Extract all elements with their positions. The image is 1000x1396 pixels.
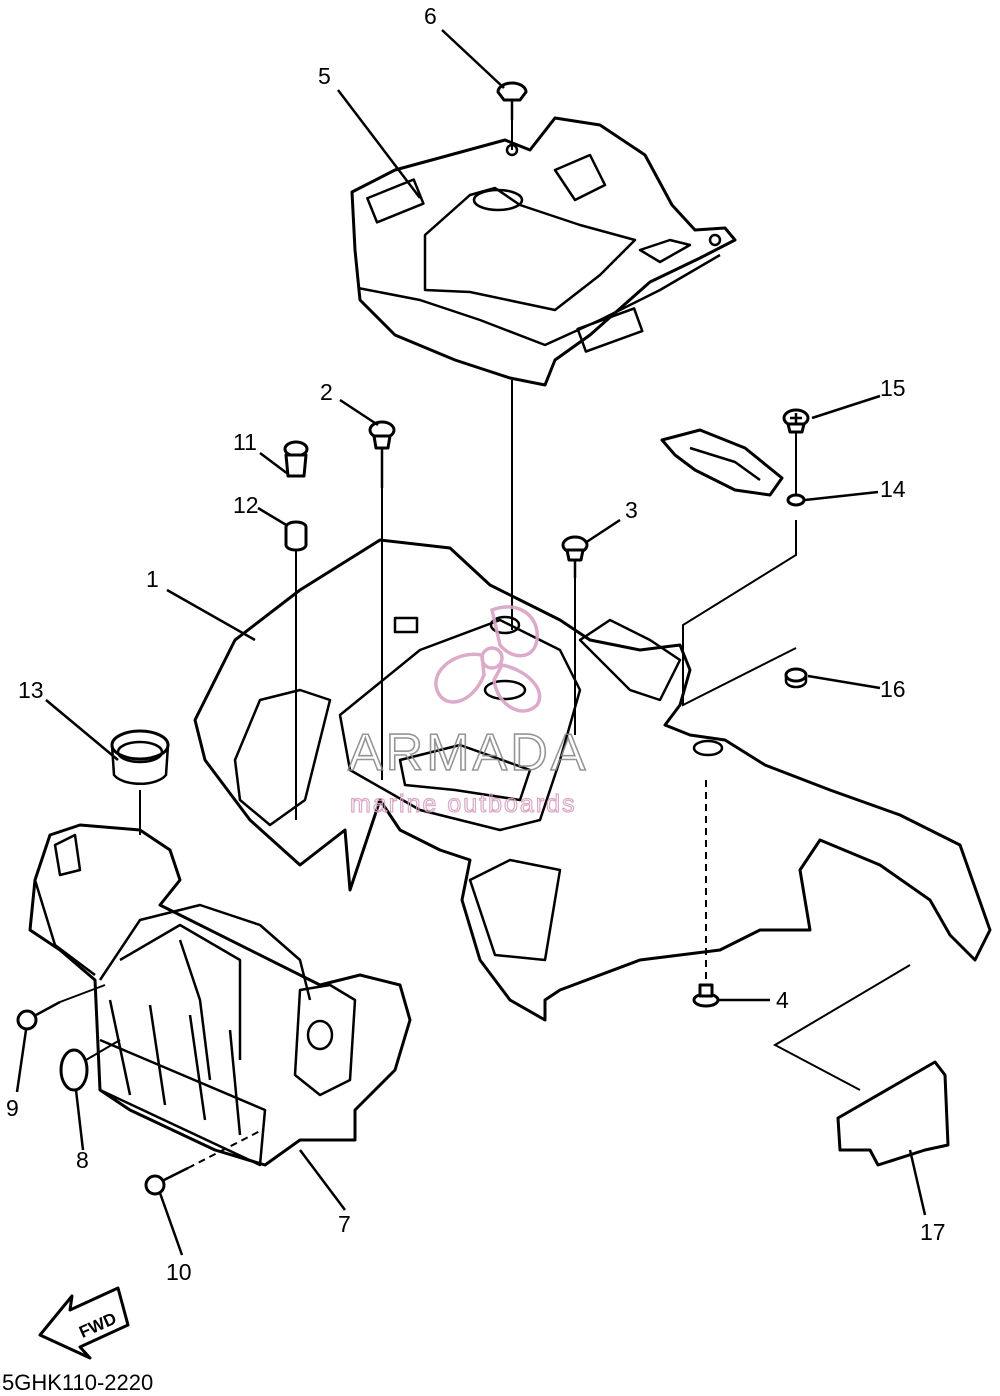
assembly-guides xyxy=(59,120,911,1169)
part-8-cap xyxy=(59,1048,89,1092)
part-7-front-box xyxy=(28,823,412,1167)
callout-2: 2 xyxy=(320,379,333,405)
callout-14: 14 xyxy=(880,476,906,502)
callout-11: 11 xyxy=(233,429,257,455)
part-14-bracket xyxy=(660,428,784,497)
callout-16: 16 xyxy=(880,676,906,702)
callout-9: 9 xyxy=(6,1095,19,1121)
callout-8: 8 xyxy=(76,1147,89,1173)
part-2-bolt xyxy=(368,420,396,488)
part-12-collar xyxy=(284,520,308,552)
part-10-bolt xyxy=(144,1166,189,1196)
part-5-top-cover xyxy=(350,116,737,387)
callout-12: 12 xyxy=(233,492,259,518)
callout-leaders xyxy=(15,29,927,1256)
callout-15: 15 xyxy=(880,375,906,401)
callout-1: 1 xyxy=(146,566,159,592)
watermark-tagline: marine outboards xyxy=(350,790,577,818)
callout-3: 3 xyxy=(625,497,638,523)
part-4-fastener xyxy=(692,983,720,1008)
callout-6: 6 xyxy=(424,3,437,29)
callout-numbers: 6 5 2 11 12 1 3 15 14 16 13 4 9 8 7 10 1… xyxy=(6,3,946,1285)
part-14-washer xyxy=(786,493,806,507)
callout-10: 10 xyxy=(166,1259,192,1285)
part-15-screw xyxy=(782,408,810,434)
callout-7: 7 xyxy=(338,1211,351,1237)
part-9-bolt xyxy=(16,1000,61,1031)
fwd-arrow: FWD xyxy=(38,1286,130,1360)
part-13-grommet xyxy=(110,729,170,786)
part-6-bolt xyxy=(496,81,528,120)
arrow-left-icon xyxy=(38,1286,130,1360)
diagram-code: 5GHK110-2220 xyxy=(2,1370,153,1395)
part-3-bolt xyxy=(561,535,589,578)
callout-13: 13 xyxy=(18,677,44,703)
part-11-bolt xyxy=(283,440,309,478)
part-16-nut xyxy=(784,667,808,689)
watermark: ARMADA marine outboards xyxy=(347,605,588,819)
part-17-decal xyxy=(836,1060,950,1167)
part-1-front-fender xyxy=(193,538,992,1022)
watermark-brand: ARMADA xyxy=(348,724,588,782)
callout-4: 4 xyxy=(776,987,789,1013)
callout-5: 5 xyxy=(318,63,331,89)
propeller-logo-icon xyxy=(434,605,542,713)
callout-17: 17 xyxy=(920,1219,946,1245)
